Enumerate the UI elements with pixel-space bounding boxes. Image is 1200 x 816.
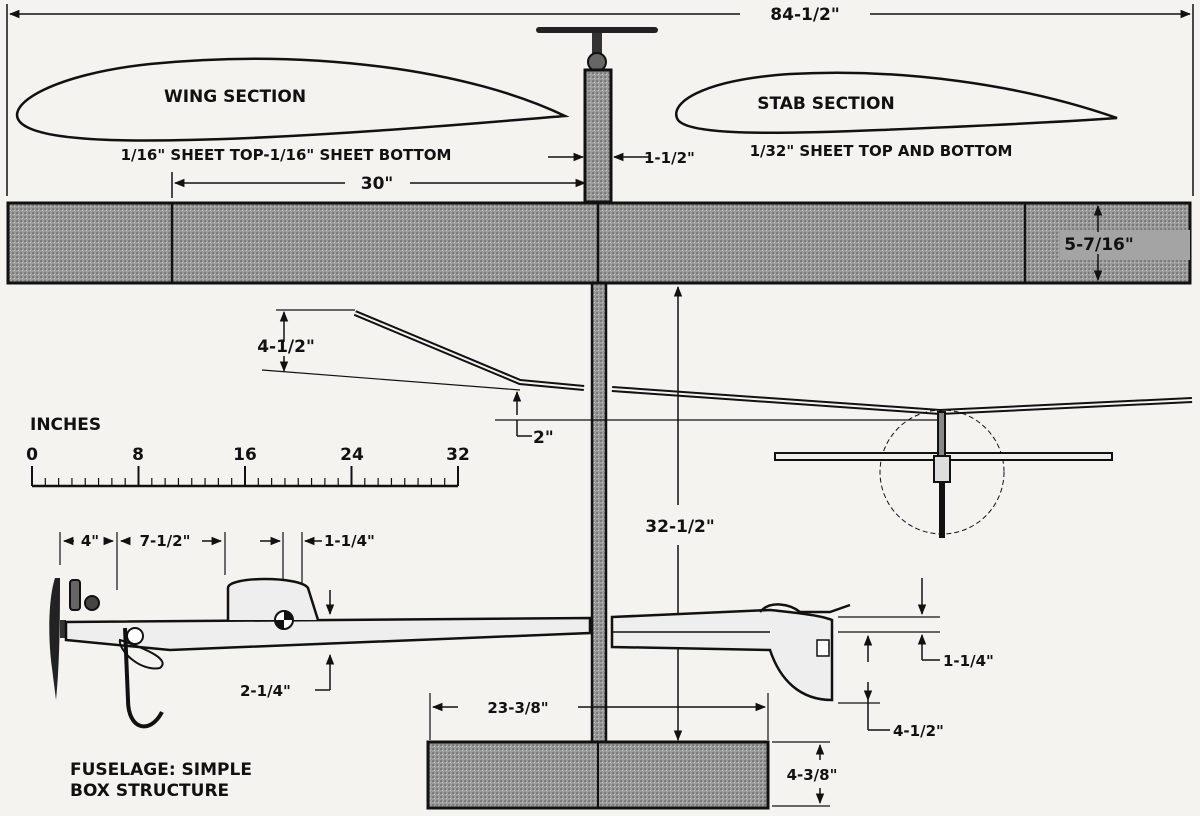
wing-section-note: 1/16" SHEET TOP-1/16" SHEET BOTTOM — [121, 146, 452, 164]
scale-tick-32: 32 — [446, 445, 470, 465]
scale-tick-24: 24 — [340, 445, 364, 465]
nose-b-label: 7-1/2" — [140, 532, 191, 550]
wing-section: WING SECTION 1/16" SHEET TOP-1/16" SHEET… — [15, 57, 570, 164]
fuselage-width-dimension: 1-1/2" — [548, 149, 695, 167]
scale-minor-ticks — [31, 466, 459, 486]
wing-panel-dimension: 30" — [171, 172, 587, 198]
tail-depth-label: 1-1/4" — [943, 652, 994, 670]
span-label: 84-1/2" — [770, 5, 839, 25]
moment-arm-dimension: 32-1/2" — [645, 285, 715, 742]
fuselage-top-view — [536, 27, 658, 744]
stab-span-label: 23-3/8" — [487, 699, 548, 717]
moment-arm-label: 32-1/2" — [645, 517, 714, 537]
dihedral-tip-label: 4-1/2" — [257, 337, 315, 357]
side-view-dimensions: 4" 7-1/2" 1-1/4" 2-1/4" — [59, 532, 375, 700]
fuselage-depth-label: 2-1/4" — [240, 682, 291, 700]
nose-a-label: 4" — [81, 532, 99, 550]
wing-airfoil — [15, 57, 570, 142]
tail-dimensions: 1-1/4" 4-1/2" — [863, 578, 994, 740]
stab-airfoil — [675, 71, 1118, 135]
scale-tick-16: 16 — [233, 445, 257, 465]
fuselage-side-view — [49, 577, 940, 729]
wing-panel-label: 30" — [361, 174, 394, 194]
fuselage-note-line2: BOX STRUCTURE — [70, 781, 229, 801]
scale-tick-0: 0 — [26, 445, 38, 465]
scale-tick-8: 8 — [132, 445, 144, 465]
rudder-height-label: 4-1/2" — [893, 722, 944, 740]
stab-section-note: 1/32" SHEET TOP AND BOTTOM — [750, 142, 1013, 160]
dihedral-center-label: 2" — [533, 428, 554, 448]
front-view: 4-1/2" 2" — [257, 309, 1193, 538]
cabin-label: 1-1/4" — [324, 532, 375, 550]
scale-title: INCHES — [30, 415, 101, 435]
span-dimension: 84-1/2" — [6, 4, 1194, 196]
stab-section-title: STAB SECTION — [757, 94, 895, 114]
scale-bar: INCHES 0 8 16 24 32 — [26, 415, 470, 488]
stab-chord-label: 4-3/8" — [787, 766, 838, 784]
fuselage-note-line1: FUSELAGE: SIMPLE — [70, 760, 252, 780]
fuselage-width-label: 1-1/2" — [644, 149, 695, 167]
wing-plan-view: 5-7/16" — [6, 201, 1192, 285]
stabilizer-plan-view: 23-3/8" 4-3/8" — [426, 693, 838, 810]
fuselage-note: FUSELAGE: SIMPLE BOX STRUCTURE — [70, 760, 252, 801]
wing-chord-label: 5-7/16" — [1064, 235, 1133, 255]
stab-section: STAB SECTION 1/32" SHEET TOP AND BOTTOM — [675, 71, 1118, 160]
wing-section-title: WING SECTION — [164, 87, 306, 107]
